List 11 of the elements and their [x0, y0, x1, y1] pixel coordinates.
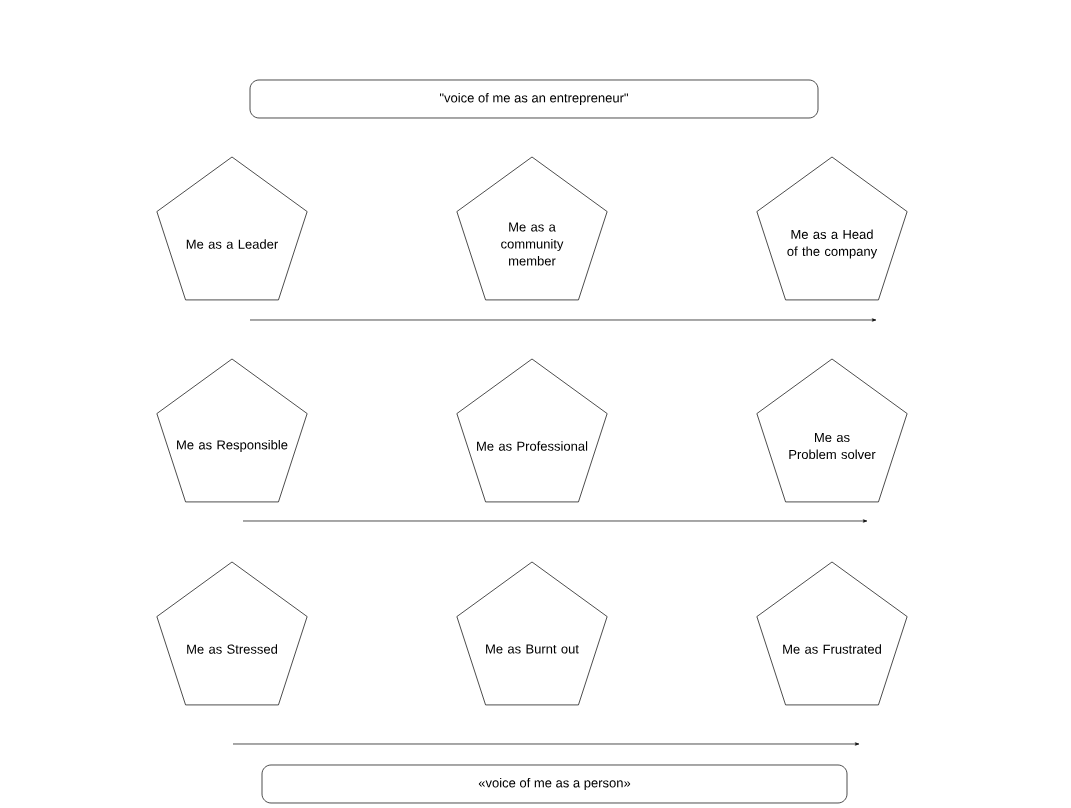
pentagon: Me as a community member [456, 156, 608, 301]
pentagon: Me as Problem solver [756, 358, 908, 503]
pentagon: Me as Responsible [156, 358, 308, 503]
rounded-box: "voice of me as an entrepreneur" [249, 79, 819, 119]
pentagon: Me as a Leader [156, 156, 308, 301]
pentagon: Me as Stressed [156, 561, 308, 706]
pentagon: Me as Burnt out [456, 561, 608, 706]
pentagon: Me as Frustrated [756, 561, 908, 706]
pentagon: Me as Professional [456, 358, 608, 503]
rounded-box: «voice of me as a person» [261, 764, 848, 804]
pentagon: Me as a Head of the company [756, 156, 908, 301]
